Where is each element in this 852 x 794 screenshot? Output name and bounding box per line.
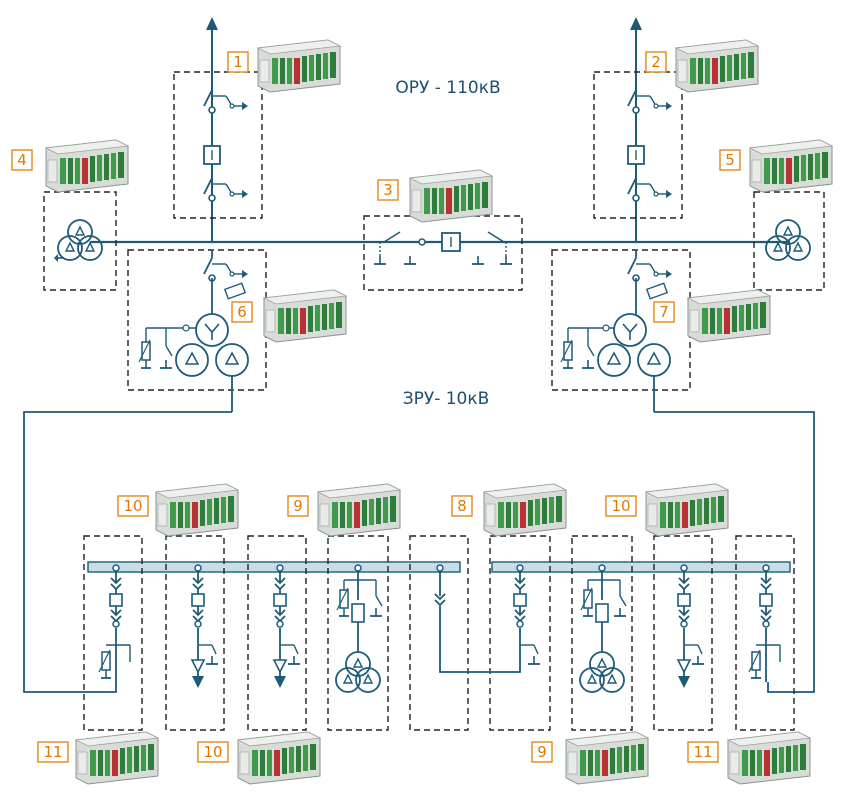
cell-feeder-3	[272, 565, 301, 688]
badge-10-bottom: 10	[203, 743, 222, 761]
relay-device-8	[483, 483, 567, 537]
badge-9-top: 9	[293, 497, 303, 515]
relay-device-9-top	[317, 483, 401, 537]
voltage-transformer-4	[43, 191, 117, 291]
badge-11-right: 11	[693, 743, 712, 761]
cell-input-left	[98, 565, 131, 682]
badge-1: 1	[233, 53, 243, 71]
relay-device-9-bottom	[565, 731, 649, 785]
relay-device-7	[687, 289, 771, 343]
relay-device-5	[749, 139, 833, 193]
power-transformer-7	[551, 249, 691, 412]
badge-7: 7	[659, 303, 669, 321]
lv-connection-right	[654, 411, 815, 693]
relay-device-6	[263, 289, 347, 343]
cell-sectional-breaker	[514, 565, 541, 665]
badge-10-top-left: 10	[123, 497, 142, 515]
sectional-breaker-3	[363, 215, 523, 291]
badge-10-top-right: 10	[611, 497, 630, 515]
badge-6: 6	[237, 303, 247, 321]
cell-voltage-transformer-1	[335, 564, 383, 693]
relay-device-3	[409, 169, 493, 223]
cell-feeder-8	[676, 565, 705, 688]
relay-device-2	[675, 39, 759, 93]
cell-sectional	[434, 564, 521, 673]
cell-input-right	[748, 565, 781, 682]
bus-10kv-section-1	[87, 561, 461, 573]
badge-5: 5	[725, 151, 735, 169]
badge-2: 2	[651, 53, 661, 71]
label-zru: ЗРУ- 10кВ	[403, 389, 490, 409]
power-transformer-6	[127, 249, 267, 412]
badge-3: 3	[383, 181, 393, 199]
badge-11-left: 11	[43, 743, 62, 761]
badges: 1 2 3 4 5 6 7 10 9 8 10 11 10 9 11	[11, 51, 741, 763]
relay-device-4	[45, 139, 129, 193]
relay-device-10-top-left	[155, 483, 239, 537]
badge-8: 8	[457, 497, 467, 515]
relay-device-11-right	[727, 731, 811, 785]
relay-device-10-bottom	[237, 731, 321, 785]
relay-device-11-left	[75, 731, 159, 785]
cell-feeder-2	[190, 565, 219, 688]
relay-device-1	[257, 39, 341, 93]
line-feeder-1	[173, 17, 263, 242]
relay-device-10-top-right	[645, 483, 729, 537]
cell-voltage-transformer-2	[579, 564, 627, 693]
line-feeder-2	[593, 17, 683, 242]
label-oru: ОРУ - 110кВ	[395, 78, 500, 98]
badge-4: 4	[17, 151, 27, 169]
bus-10kv-section-2	[491, 561, 791, 573]
cells-10kv	[83, 535, 795, 731]
badge-9-bottom: 9	[537, 743, 547, 761]
voltage-transformer-5	[753, 191, 825, 291]
lv-connection-left	[23, 411, 232, 693]
